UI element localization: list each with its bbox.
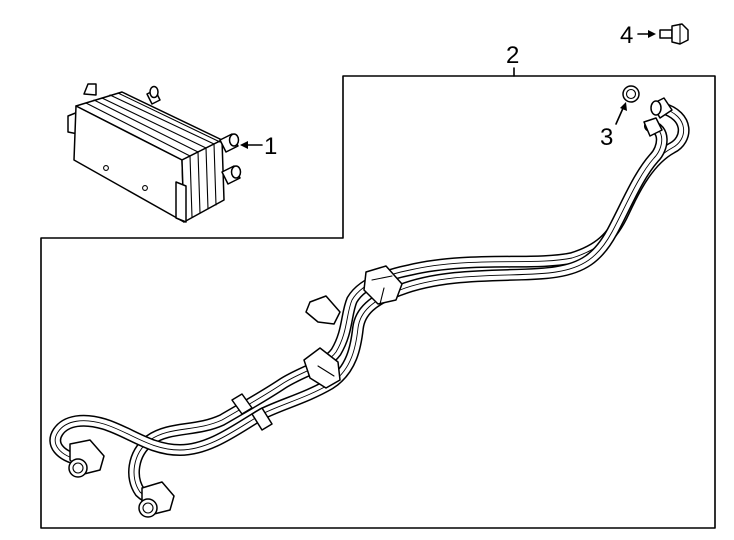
callout-1: 1 <box>264 133 277 160</box>
oil-cooler-icon[interactable] <box>67 83 242 223</box>
o-ring-seal-icon[interactable] <box>622 85 640 103</box>
callout-3: 3 <box>600 124 613 151</box>
assembly-frame <box>40 75 716 529</box>
bolt-icon[interactable] <box>659 23 689 45</box>
callout-2: 2 <box>506 42 519 69</box>
cooler-line-assembly-icon[interactable] <box>49 97 690 518</box>
leader-lines <box>240 30 656 149</box>
callout-4: 4 <box>620 22 633 49</box>
